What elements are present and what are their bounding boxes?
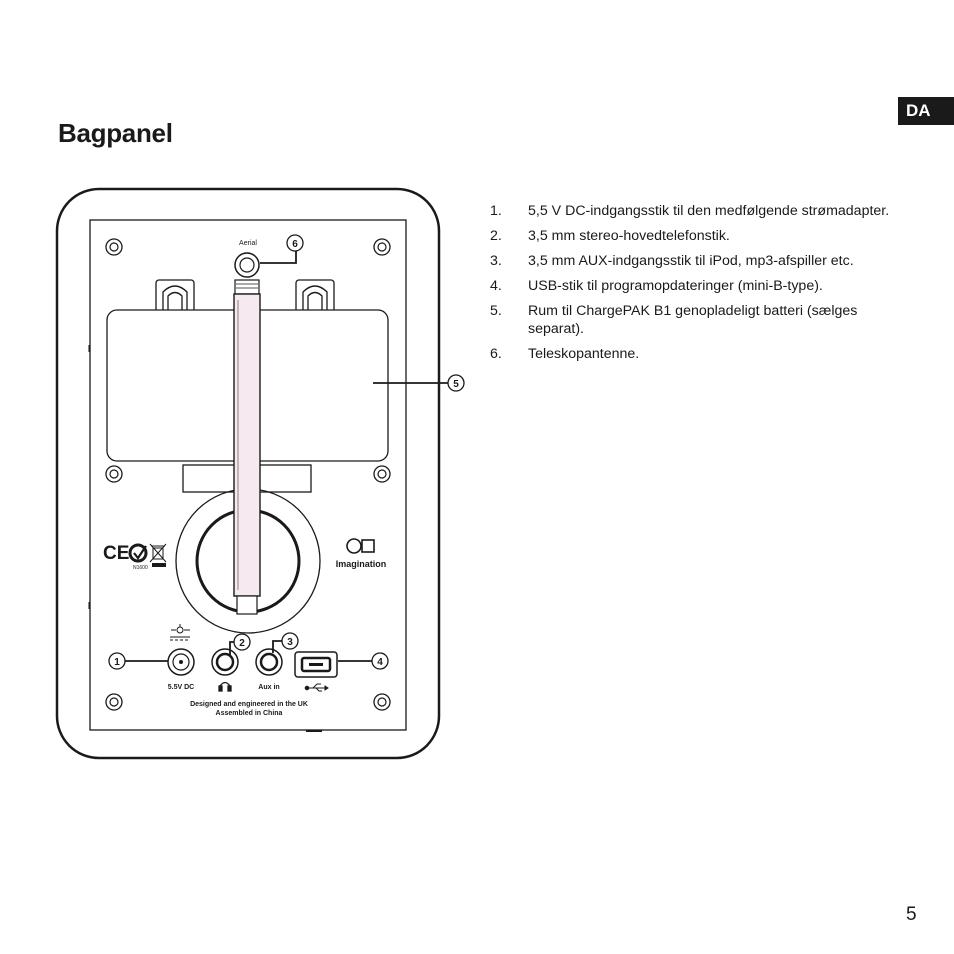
callout-leaders bbox=[125, 242, 448, 662]
aux-in-jack bbox=[255, 648, 283, 676]
list-item: 6. Teleskopantenne. bbox=[490, 345, 910, 363]
usb-port bbox=[294, 651, 338, 678]
battery-clip-icon bbox=[155, 279, 195, 313]
svg-text:1: 1 bbox=[114, 657, 120, 668]
page-number: 5 bbox=[906, 904, 917, 925]
screw-icon bbox=[105, 693, 123, 711]
list-item: 1. 5,5 V DC-indgangsstik til den medfølge… bbox=[490, 202, 910, 220]
list-item-number: 2. bbox=[490, 228, 502, 244]
battery-clip-icon bbox=[295, 279, 335, 313]
list-item: 5. Rum til ChargePAK B1 genopladeligt bat… bbox=[490, 302, 910, 338]
page-title: Bagpanel bbox=[58, 118, 173, 148]
aerial-label: Aerial bbox=[239, 240, 257, 247]
svg-text:6: 6 bbox=[292, 239, 298, 250]
callout-4: 4 bbox=[371, 652, 389, 670]
callout-2: 2 bbox=[233, 633, 251, 651]
screw-icon bbox=[105, 465, 123, 483]
telescopic-antenna bbox=[233, 279, 261, 615]
weee-bin-icon bbox=[149, 543, 167, 563]
callout-1: 1 bbox=[108, 652, 126, 670]
list-item-text: 3,5 mm AUX-indgangsstik til iPod, mp3-af… bbox=[528, 253, 854, 269]
dc-polarity-icon bbox=[170, 624, 190, 641]
aerial-connector-icon bbox=[234, 252, 260, 278]
screw-icon bbox=[105, 238, 123, 256]
screw-icon bbox=[373, 465, 391, 483]
list-item-number: 1. bbox=[490, 203, 502, 219]
housing-outline bbox=[55, 187, 441, 760]
screw-icon bbox=[373, 693, 391, 711]
callout-6: 6 bbox=[286, 234, 304, 252]
callout-5: 5 bbox=[447, 374, 465, 392]
list-item-number: 4. bbox=[490, 278, 502, 294]
svg-text:4: 4 bbox=[377, 657, 383, 668]
feature-list: 1. 5,5 V DC-indgangsstik til den medfølge… bbox=[490, 202, 910, 370]
dc-label: 5.5V DC bbox=[168, 684, 194, 691]
back-panel bbox=[89, 219, 407, 731]
weee-bar bbox=[152, 563, 166, 567]
list-item-number: 3. bbox=[490, 253, 502, 269]
screw-icon bbox=[373, 238, 391, 256]
list-item: 4. USB-stik til programopdateringer (mini… bbox=[490, 277, 910, 295]
headphone-jack bbox=[211, 648, 239, 676]
leader-3 bbox=[272, 640, 282, 653]
usb-icon bbox=[304, 683, 329, 692]
svg-text:5: 5 bbox=[453, 379, 459, 390]
list-item-text: 3,5 mm stereo-hovedtelefonstik. bbox=[528, 228, 730, 244]
list-item-number: 6. bbox=[490, 346, 502, 362]
language-tab: DA bbox=[898, 97, 954, 125]
footer-line-1: Designed and engineered in the UK bbox=[190, 701, 308, 708]
cert-code: N1600 bbox=[133, 565, 148, 571]
leader-2 bbox=[229, 641, 234, 656]
imagination-logo-icon bbox=[346, 538, 375, 554]
aux-label: Aux in bbox=[258, 684, 279, 691]
callout-3: 3 bbox=[281, 632, 299, 650]
list-item-text: 5,5 V DC-indgangsstik til den medfølgend… bbox=[528, 203, 890, 219]
ce-mark-icon: CE bbox=[103, 543, 129, 564]
dc-input-jack bbox=[167, 648, 195, 676]
list-item: 3. 3,5 mm AUX-indgangsstik til iPod, mp3-… bbox=[490, 252, 910, 270]
headphones-icon bbox=[218, 681, 232, 692]
list-item-text: Teleskopantenne. bbox=[528, 346, 640, 362]
list-item-text: USB-stik til programopdateringer (mini-B… bbox=[528, 278, 823, 294]
footer-line-2: Assembled in China bbox=[216, 710, 283, 717]
brand-name: Imagination bbox=[336, 559, 387, 569]
list-item-text: Rum til ChargePAK B1 genopladeligt batte… bbox=[528, 303, 858, 337]
svg-text:2: 2 bbox=[239, 638, 245, 649]
list-item-number: 5. bbox=[490, 303, 502, 319]
c-tick-mark-icon bbox=[128, 543, 148, 563]
list-item: 2. 3,5 mm stereo-hovedtelefonstik. bbox=[490, 227, 910, 245]
svg-text:3: 3 bbox=[287, 637, 293, 648]
